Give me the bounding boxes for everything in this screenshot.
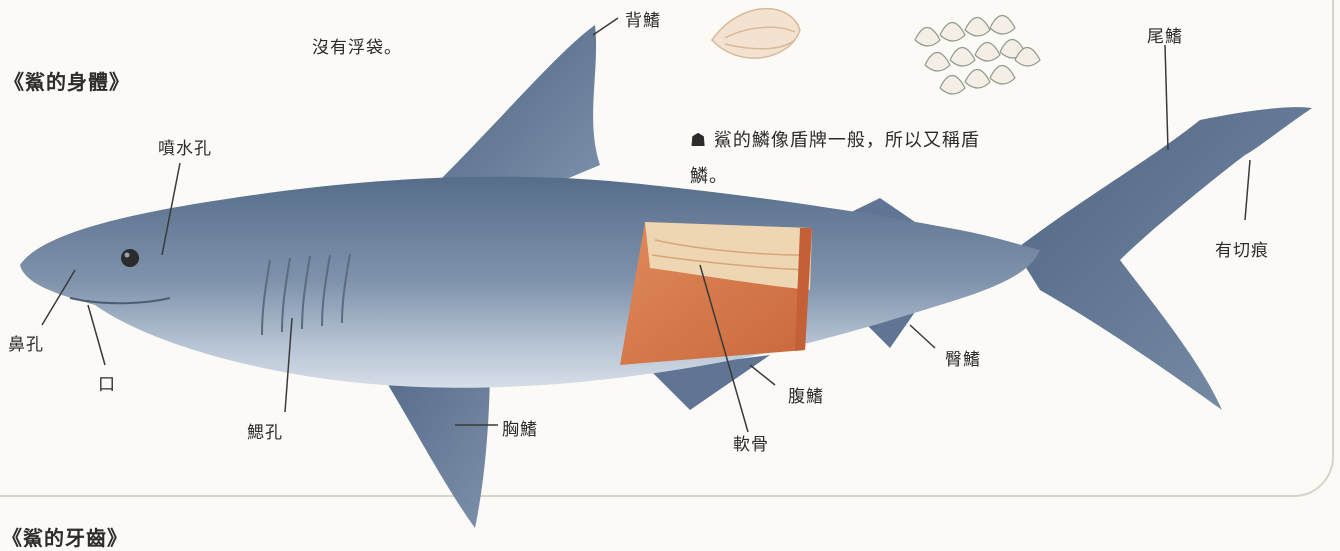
eye [121,249,139,267]
label-cartilage: 軟骨 [733,430,769,455]
label-pectoral-fin: 胸鰭 [502,415,538,440]
scale-illustration-1 [712,9,800,58]
section-title-body: 《鯊的身體》 [4,66,130,95]
scale-illustration-2 [915,16,1040,95]
diagram-stage: 沒有浮袋。 《鯊的身體》 《鯊的牙齒》 ☗ 鯊的鱗像盾牌一般，所以又稱盾 鱗。 … [0,0,1340,538]
label-tail-fin: 尾鰭 [1147,22,1183,47]
scale-caption-line1: ☗ 鯊的鱗像盾牌一般，所以又稱盾 [690,126,980,152]
label-anal-fin: 臀鰭 [945,345,981,370]
label-mouth: 口 [98,370,116,395]
label-nostril: 鼻孔 [8,330,44,355]
label-dorsal-fin: 背鰭 [625,6,661,31]
label-notch: 有切痕 [1215,236,1269,261]
dorsal-fin [440,25,600,190]
top-caption: 沒有浮袋。 [312,33,402,58]
label-spiracle: 噴水孔 [158,134,212,159]
label-pelvic-fin: 腹鰭 [788,382,824,407]
label-gill-slits: 鰓孔 [247,418,283,443]
shark-illustration [0,0,1340,538]
cartilage-cutaway [620,222,812,365]
scale-caption-line2: 鱗。 [690,162,728,188]
section-title-teeth: 《鯊的牙齒》 [2,522,128,551]
